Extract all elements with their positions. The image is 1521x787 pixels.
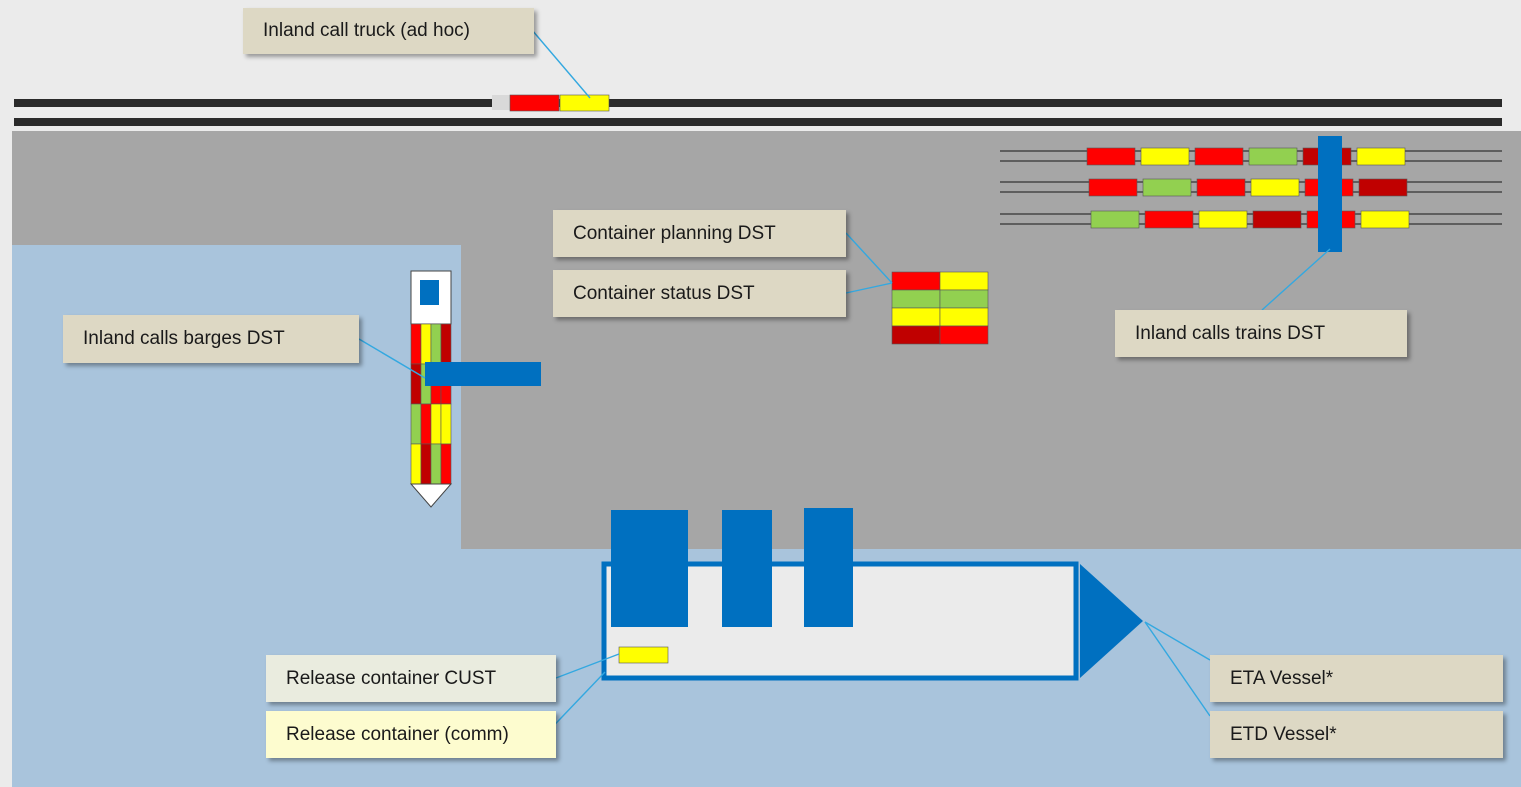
- label-etd-vessel: ETD Vessel*: [1210, 711, 1503, 758]
- stack-container: [891, 289, 941, 309]
- label-release-container-comm: Release container (comm): [266, 711, 556, 758]
- label-release-container-cust: Release container CUST: [266, 655, 556, 702]
- train-wagon: [1356, 147, 1406, 166]
- stack-container: [939, 271, 989, 291]
- quay-crane: [611, 510, 688, 627]
- train-wagon: [1250, 178, 1300, 197]
- stack-container: [891, 271, 941, 291]
- train-wagon: [1086, 147, 1136, 166]
- connector-trains: [1261, 248, 1331, 311]
- train-wagon: [1140, 147, 1190, 166]
- barge-wheelhouse: [420, 280, 439, 305]
- barge-container: [430, 323, 442, 365]
- barge-basin: [12, 245, 461, 549]
- connector-barges: [358, 338, 426, 379]
- train-wagon: [1196, 178, 1246, 197]
- quay-crane: [804, 508, 853, 627]
- label-container-status: Container status DST: [553, 270, 846, 317]
- barge-container: [440, 323, 452, 365]
- truck-cab: [492, 95, 510, 110]
- vessel-container: [618, 646, 669, 664]
- barge-container: [440, 443, 452, 485]
- barge-container: [410, 323, 422, 365]
- barge-crane: [425, 362, 541, 386]
- stack-container: [891, 307, 941, 327]
- barge-bow-icon: [409, 483, 453, 508]
- train-wagon: [1248, 147, 1298, 166]
- stack-container: [939, 307, 989, 327]
- label-inland-call-truck: Inland call truck (ad hoc): [243, 8, 534, 54]
- truck-container: [559, 94, 610, 112]
- train-wagon: [1198, 210, 1248, 229]
- label-eta-vessel: ETA Vessel*: [1210, 655, 1503, 702]
- train-wagon: [1252, 210, 1302, 229]
- barge-container: [410, 403, 422, 445]
- train-wagon: [1090, 210, 1140, 229]
- barge-container: [420, 323, 432, 365]
- connector-etd: [1144, 621, 1211, 717]
- connector-release-cust: [555, 653, 620, 679]
- train-wagon: [1194, 147, 1244, 166]
- connector-planning: [845, 232, 893, 284]
- stack-container: [939, 289, 989, 309]
- label-container-planning: Container planning DST: [553, 210, 846, 257]
- train-wagon: [1358, 178, 1408, 197]
- vessel-bow-icon: [1080, 564, 1143, 678]
- barge-container: [430, 443, 442, 485]
- connector-truck: [531, 29, 591, 99]
- barge-container: [410, 443, 422, 485]
- train-wagon: [1360, 210, 1410, 229]
- label-inland-calls-barges: Inland calls barges DST: [63, 315, 359, 363]
- road-lane-lower: [14, 118, 1502, 126]
- connector-status: [845, 282, 893, 294]
- barge-container: [420, 403, 432, 445]
- stack-container: [939, 325, 989, 345]
- stack-container: [891, 325, 941, 345]
- train-wagon: [1144, 210, 1194, 229]
- rail-crane: [1318, 136, 1342, 252]
- train-wagon: [1142, 178, 1192, 197]
- quay-crane: [722, 510, 772, 627]
- barge-container: [430, 403, 442, 445]
- truck-container: [509, 94, 560, 112]
- road-lane-upper: [14, 99, 1502, 107]
- label-inland-calls-trains: Inland calls trains DST: [1115, 310, 1407, 357]
- connector-eta: [1144, 621, 1211, 661]
- train-wagon: [1088, 178, 1138, 197]
- barge-container: [420, 443, 432, 485]
- barge-container: [440, 403, 452, 445]
